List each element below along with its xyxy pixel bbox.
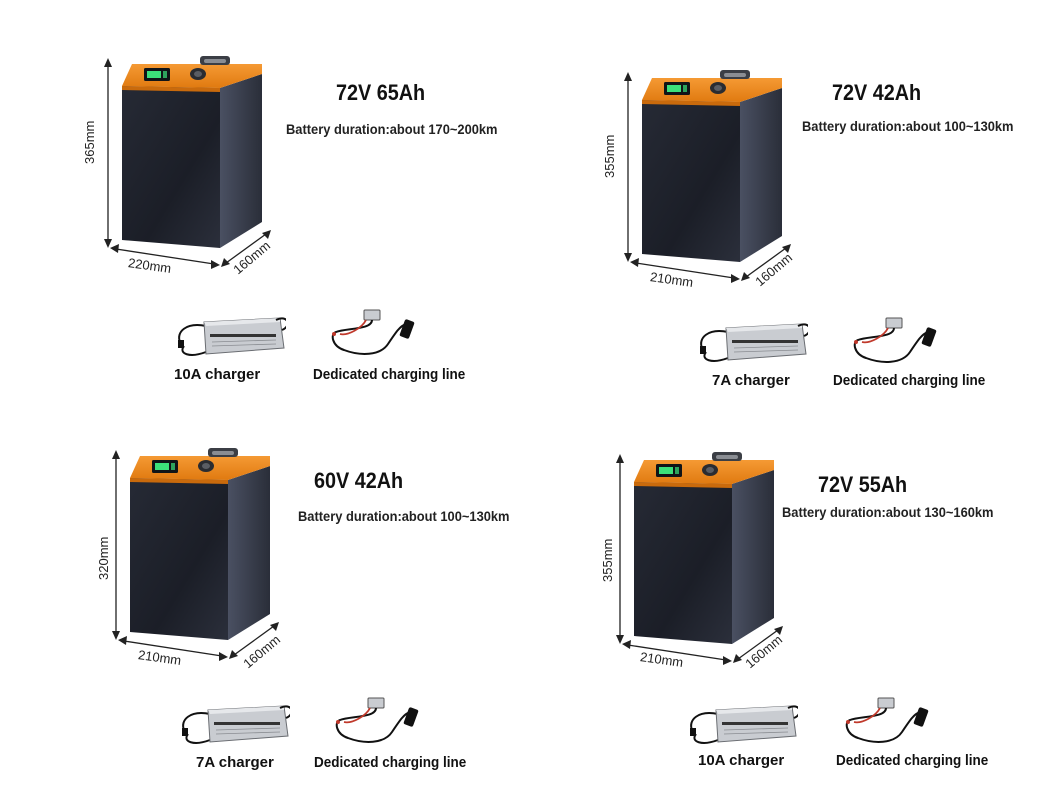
charger-image (177, 317, 286, 356)
battery-duration: Battery duration:about 100~130km (298, 508, 510, 524)
battery-image (103, 55, 272, 270)
height-dimension: 320mm (96, 536, 111, 580)
height-dimension: 355mm (602, 134, 617, 178)
charging-cable-image (331, 309, 416, 355)
charging-line-label: Dedicated charging line (313, 366, 466, 383)
battery-image (111, 447, 280, 662)
product-title: 72V 42Ah (832, 80, 922, 105)
product-title: 72V 65Ah (336, 80, 426, 105)
charging-line-label: Dedicated charging line (836, 752, 989, 769)
charger-image (689, 705, 798, 744)
product-card: 320mm 210mm 160mm 60V 42Ah Battery durat… (0, 400, 530, 800)
charging-line-label: Dedicated charging line (833, 372, 986, 389)
product-title: 72V 55Ah (818, 472, 908, 497)
height-dimension: 365mm (82, 120, 97, 164)
charger-image (699, 323, 808, 362)
charger-label: 7A charger (196, 754, 274, 771)
charger-label: 10A charger (698, 752, 785, 769)
charging-cable-image (335, 697, 420, 743)
product-card: 355mm 210mm 160mm 72V 55Ah Battery durat… (530, 400, 1060, 800)
battery-duration: Battery duration:about 170~200km (286, 121, 498, 137)
product-card: 365mm 220mm 160mm 72V 65Ah Battery durat… (0, 0, 530, 400)
battery-duration: Battery duration:about 100~130km (802, 118, 1014, 134)
charger-label: 10A charger (174, 366, 261, 383)
charging-line-label: Dedicated charging line (314, 754, 467, 771)
charger-label: 7A charger (712, 372, 790, 389)
charger-image (181, 705, 290, 744)
battery-image (623, 69, 792, 284)
battery-duration: Battery duration:about 130~160km (782, 504, 994, 520)
product-title: 60V 42Ah (314, 468, 404, 493)
product-card: 355mm 210mm 160mm 72V 42Ah Battery durat… (530, 0, 1060, 400)
battery-image (615, 451, 784, 666)
charging-cable-image (845, 697, 930, 743)
charging-cable-image (853, 317, 938, 363)
height-dimension: 355mm (600, 538, 615, 582)
